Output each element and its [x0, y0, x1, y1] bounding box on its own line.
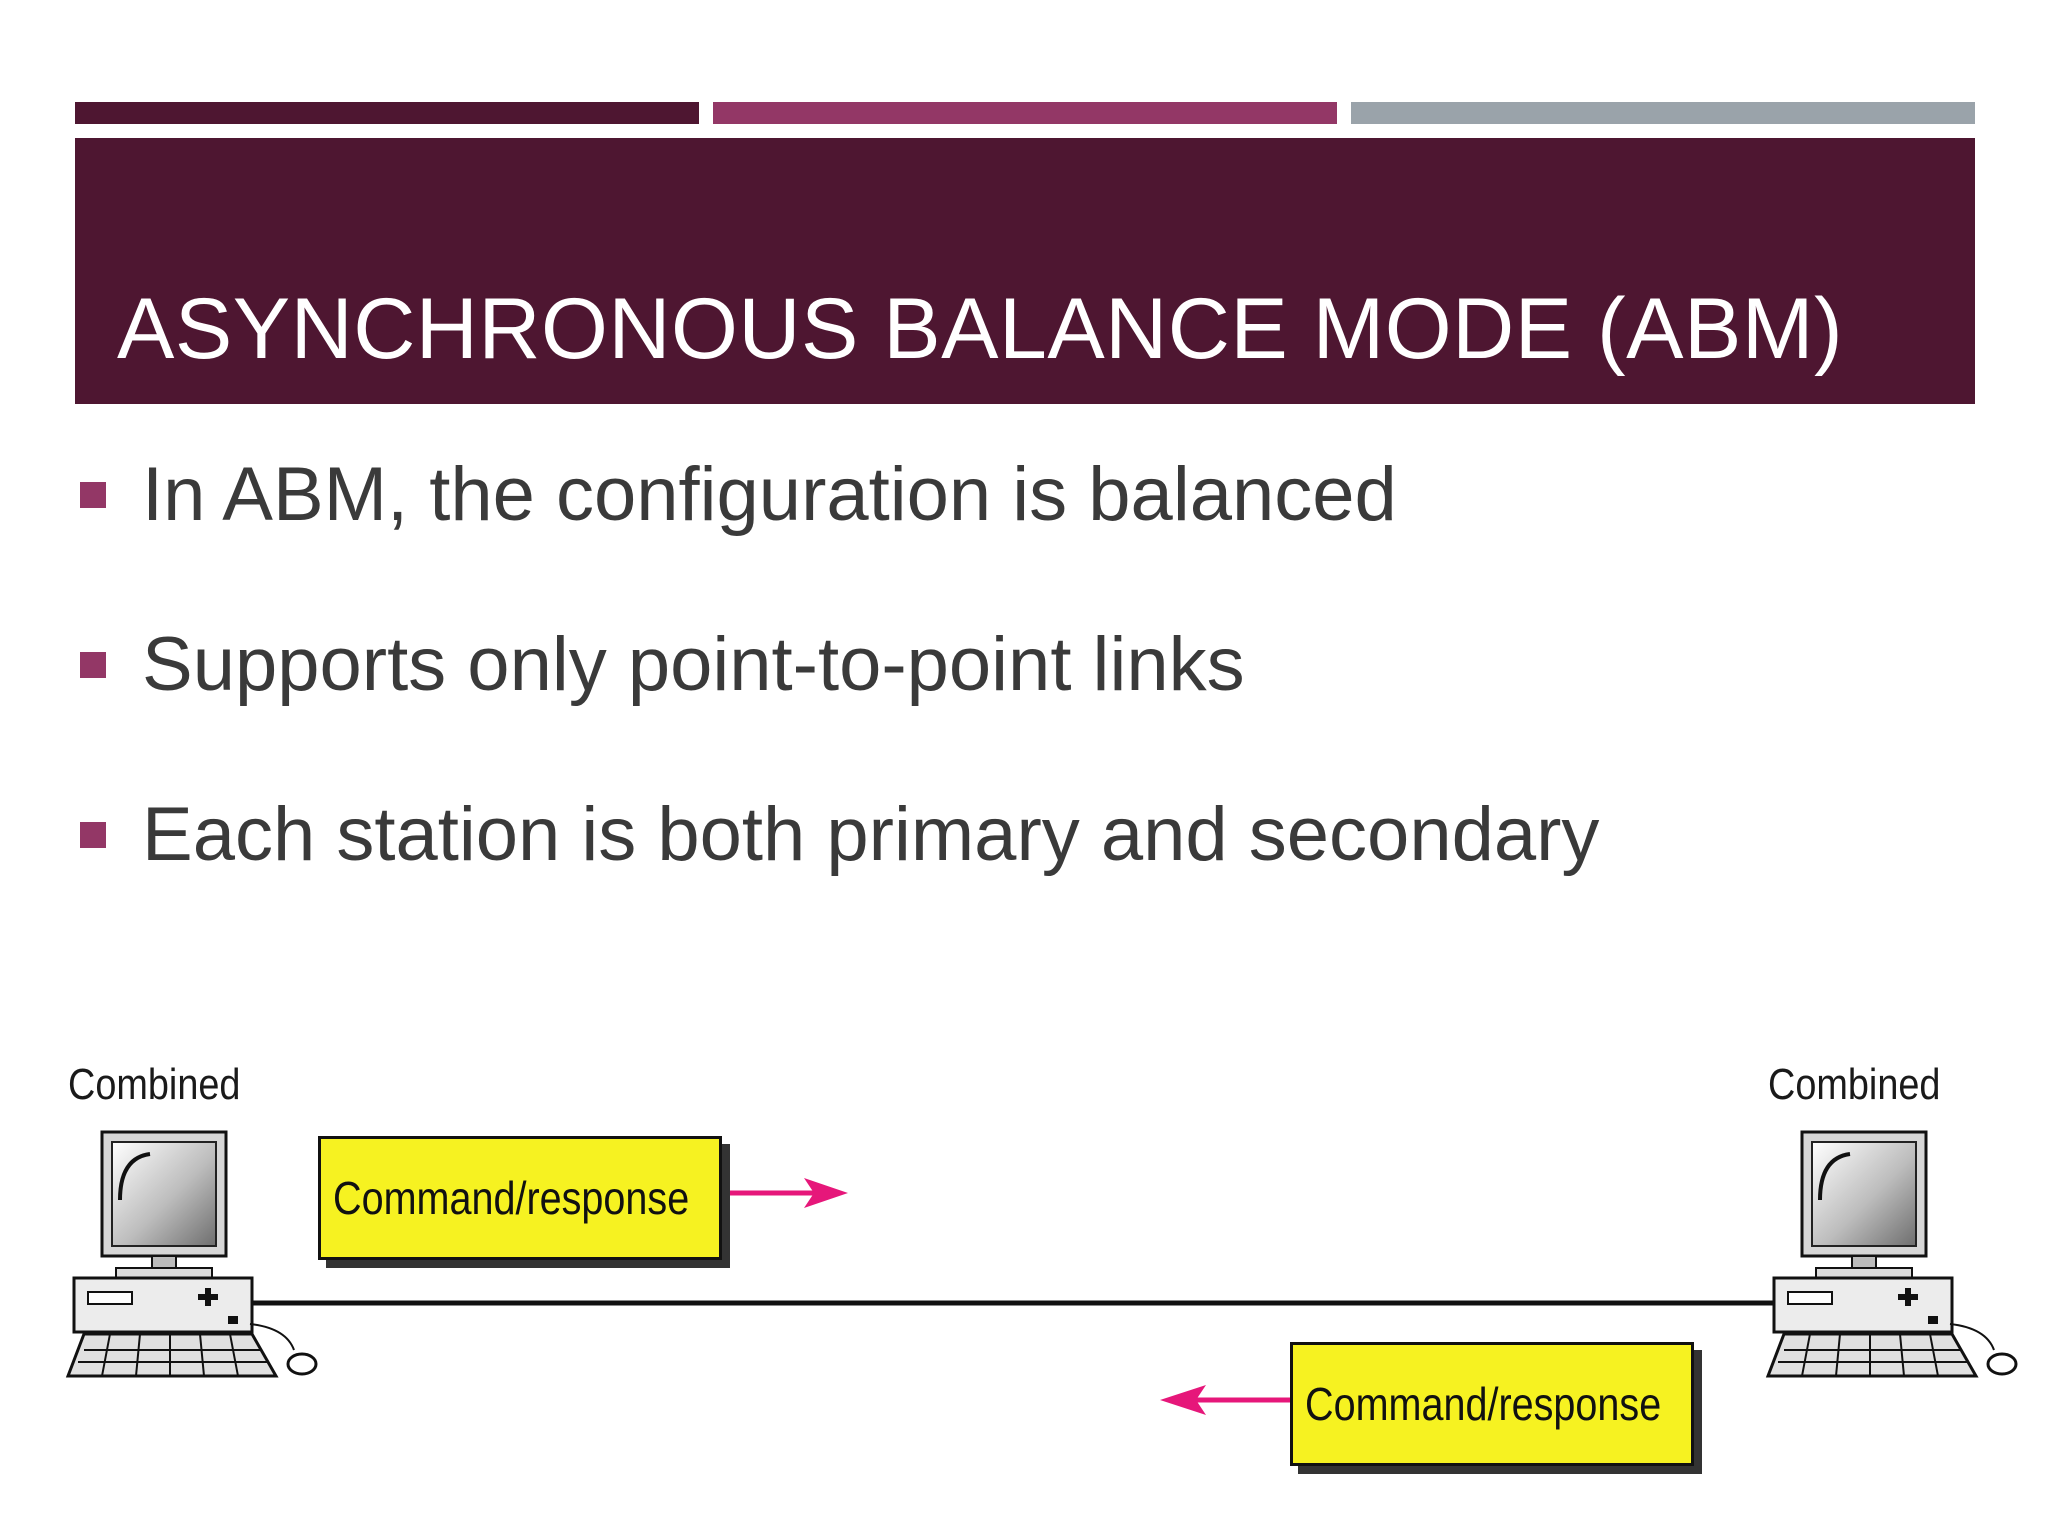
- bullet-marker-icon: [80, 482, 106, 508]
- slide-title: ASYNCHRONOUS BALANCE MODE (ABM): [117, 281, 1844, 377]
- arrow-left-icon: [1160, 1385, 1290, 1415]
- bullet-marker-icon: [80, 652, 106, 678]
- bullet-text: Supports only point-to-point links: [142, 622, 1245, 707]
- arrow-right-icon: [722, 1178, 848, 1208]
- top-message-label: Command/response: [333, 1172, 690, 1224]
- bullet-text: Each station is both primary and seconda…: [142, 792, 1600, 877]
- bottom-message-label: Command/response: [1305, 1378, 1662, 1430]
- bottom-message-box: Command/response: [1290, 1342, 1694, 1466]
- title-banner: ASYNCHRONOUS BALANCE MODE (ABM): [75, 138, 1975, 404]
- accent-stripe-magenta: [713, 102, 1337, 124]
- left-computer-icon: [65, 1130, 318, 1378]
- bullet-marker-icon: [80, 822, 106, 848]
- top-message-box: Command/response: [318, 1136, 722, 1260]
- right-computer-icon: [1765, 1130, 2018, 1378]
- left-station-label: Combined: [68, 1060, 241, 1109]
- accent-stripe-dark: [75, 102, 699, 124]
- bullet-text: In ABM, the configuration is balanced: [142, 452, 1397, 537]
- right-station-label: Combined: [1768, 1060, 1941, 1109]
- accent-stripe-gray: [1351, 102, 1975, 124]
